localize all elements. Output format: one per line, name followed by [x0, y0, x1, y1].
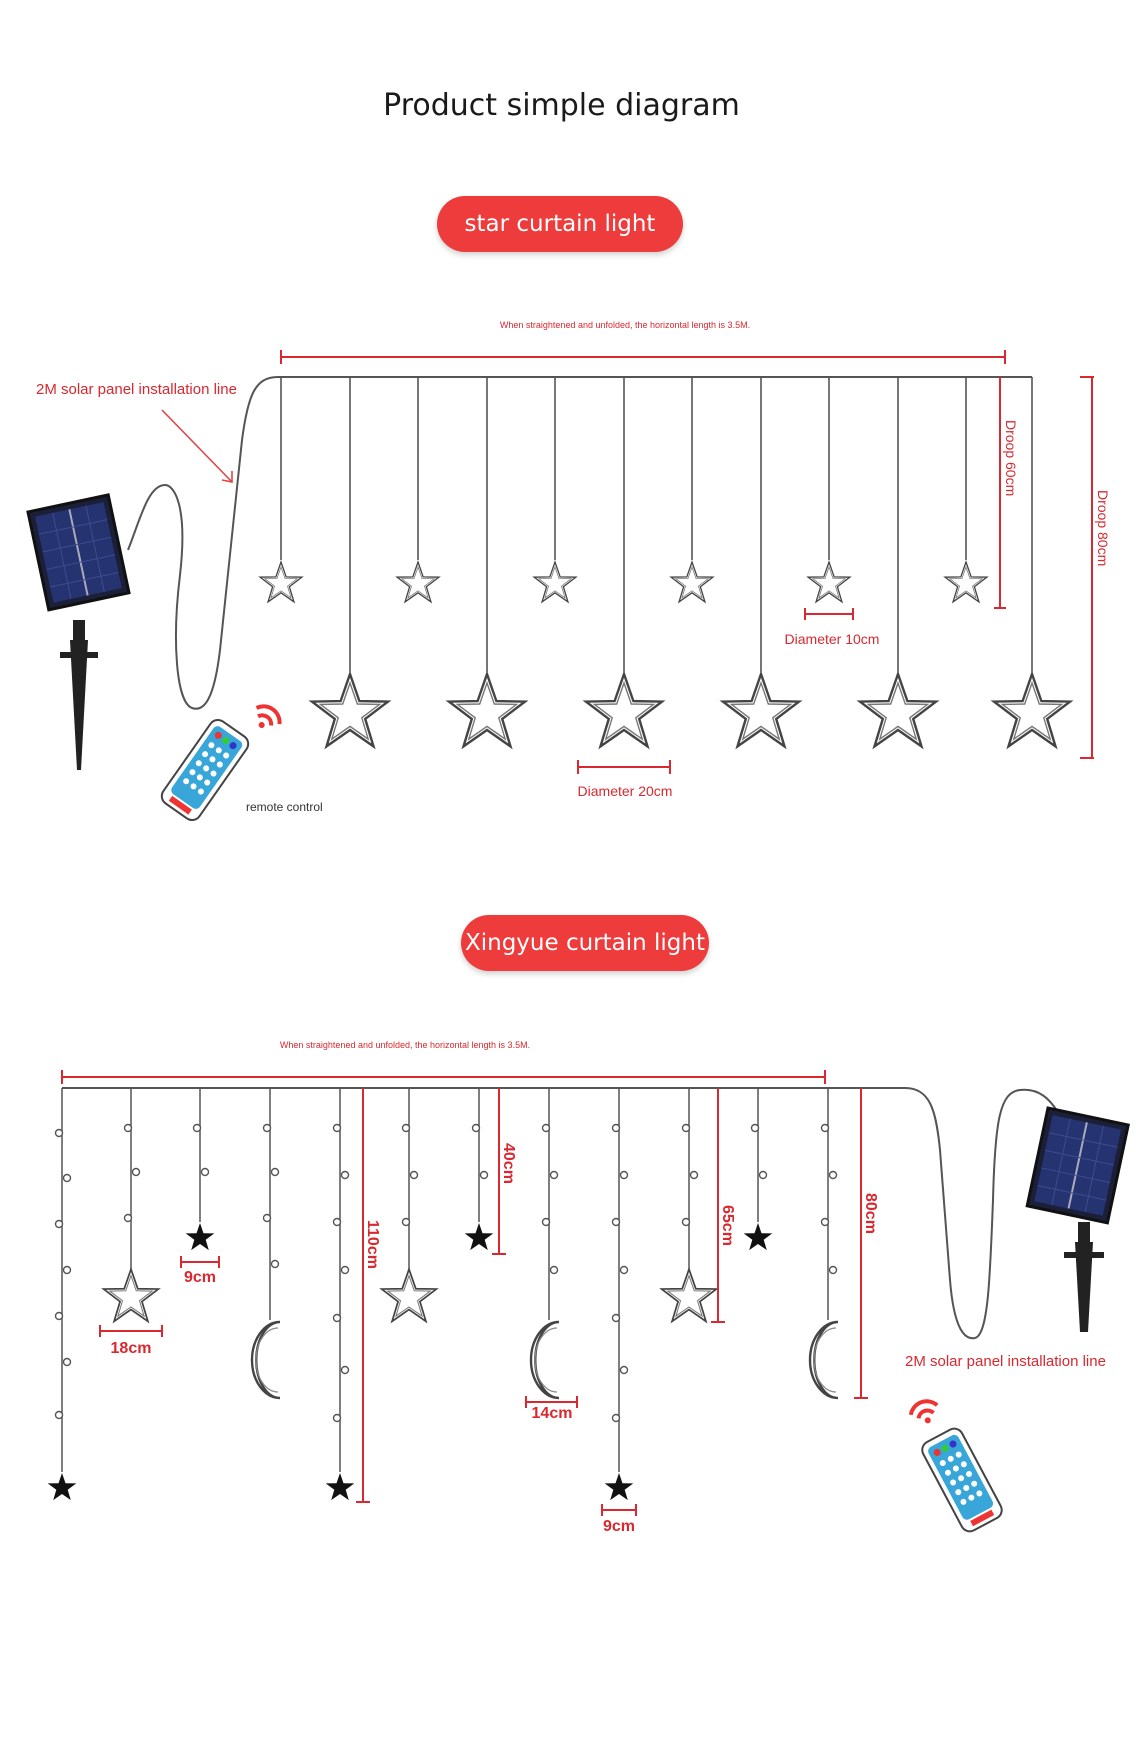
length-dimension-1 — [280, 350, 1006, 364]
star-icon — [743, 1223, 773, 1251]
star-curtain-diagram: When straightened and unfolded, the hori… — [26, 320, 1111, 825]
solar-stake — [1064, 1222, 1104, 1332]
star-icon — [380, 1268, 438, 1323]
star-icon — [464, 1223, 494, 1251]
star-curtain-light-button[interactable]: star curtain light — [437, 196, 683, 252]
star-icon — [721, 672, 801, 748]
dimension-110-label: 110cm — [364, 1220, 381, 1269]
solar-stake — [60, 620, 98, 770]
solar-panel-icon — [26, 493, 131, 612]
xingyue-curtain-diagram: When straightened and unfolded, the hori… — [47, 1040, 1130, 1536]
main-wire-2 — [62, 1087, 1059, 1340]
hanging-strands-1 — [280, 377, 1033, 672]
star-icon — [944, 561, 988, 603]
dimension-lines-2 — [99, 1088, 868, 1516]
star-icon — [447, 672, 527, 748]
dimension-14-label: 14cm — [532, 1405, 573, 1422]
star-icon — [604, 1473, 634, 1501]
solar-label-1: 2M solar panel installation line — [36, 381, 237, 398]
dimension-80-label: 80cm — [862, 1193, 879, 1234]
remote-control-icon — [157, 715, 253, 825]
solar-label-2: 2M solar panel installation line — [905, 1353, 1106, 1370]
diameter-20-label: Diameter 20cm — [578, 783, 673, 799]
droop-60-label: Droop 60cm — [1003, 420, 1019, 496]
moon-icon — [529, 1320, 561, 1400]
star-icon — [47, 1473, 77, 1501]
star-icon — [992, 672, 1072, 748]
star-icon — [533, 561, 577, 603]
dimension-9-label-a: 9cm — [184, 1269, 216, 1286]
dimension-9-label-b: 9cm — [603, 1518, 635, 1535]
droop-80-dimension — [1080, 376, 1094, 759]
diameter-10-label: Diameter 10cm — [785, 631, 880, 647]
wifi-signal-icon — [906, 1395, 944, 1430]
star-icon — [584, 672, 664, 748]
page-title: Product simple diagram — [383, 88, 740, 123]
solar-panel-icon — [1025, 1106, 1130, 1225]
star-icon — [670, 561, 714, 603]
diameter-10-dimension — [804, 608, 854, 620]
length-note-2: When straightened and unfolded, the hori… — [280, 1040, 530, 1050]
star-icon — [185, 1223, 215, 1251]
star-icon — [807, 561, 851, 603]
remote-control-icon — [918, 1424, 1006, 1536]
dimension-40-label: 40cm — [500, 1143, 517, 1184]
star-icon — [325, 1473, 355, 1501]
bead-lights — [54, 1123, 838, 1423]
diameter-20-dimension — [577, 760, 671, 774]
hanging-strands-2 — [61, 1088, 829, 1472]
star-icon — [310, 672, 390, 748]
wifi-signal-icon — [246, 699, 287, 738]
star-icon — [858, 672, 938, 748]
star-icon — [102, 1268, 160, 1323]
remote-control-label: remote control — [246, 800, 323, 814]
length-dimension-2 — [61, 1070, 826, 1084]
length-note-1: When straightened and unfolded, the hori… — [500, 320, 750, 330]
dimension-65-label: 65cm — [719, 1205, 736, 1246]
moon-icon — [250, 1320, 282, 1400]
star-icon — [259, 561, 303, 603]
droop-80-label: Droop 80cm — [1095, 490, 1111, 566]
moon-icon — [808, 1320, 840, 1400]
star-icon — [396, 561, 440, 603]
xingyue-curtain-light-button[interactable]: Xingyue curtain light — [461, 915, 709, 971]
solar-label-arrow — [161, 409, 233, 483]
main-wire-1 — [127, 376, 1032, 710]
star-icon — [660, 1268, 718, 1323]
dimension-18-label: 18cm — [111, 1340, 152, 1357]
droop-60-dimension — [994, 377, 1006, 609]
